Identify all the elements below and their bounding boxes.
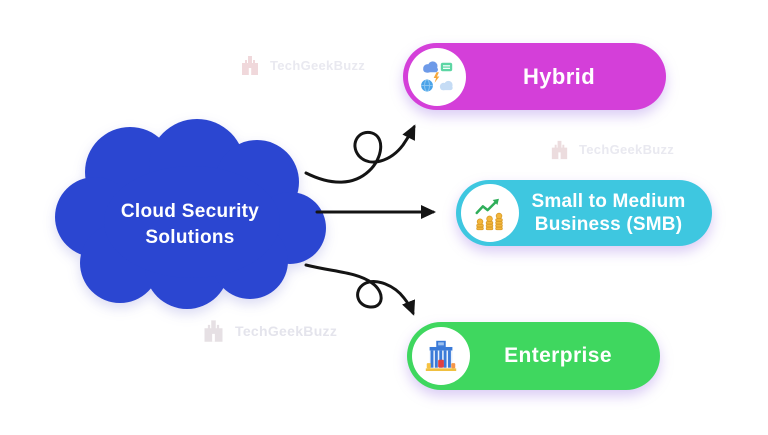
techgeekbuzz-logo-icon <box>548 138 571 161</box>
node-smb: Small to Medium Business (SMB) <box>456 180 712 246</box>
root-node-label: Cloud Security Solutions <box>95 199 285 251</box>
watermark-text: TechGeekBuzz <box>579 142 675 157</box>
hybrid-icon-circle <box>408 47 466 106</box>
watermark: TechGeekBuzz <box>548 138 674 161</box>
node-enterprise-label: Enterprise <box>504 344 612 367</box>
techgeekbuzz-logo-icon <box>238 53 262 77</box>
hybrid-cloud-icon <box>421 60 453 92</box>
cloud-shape <box>55 119 326 309</box>
node-enterprise: Enterprise <box>407 322 660 390</box>
watermark-text: TechGeekBuzz <box>270 57 366 73</box>
techgeekbuzz-logo-icon <box>200 317 227 344</box>
node-hybrid: Hybrid <box>403 43 666 110</box>
watermark-text: TechGeekBuzz <box>235 322 338 339</box>
watermark: TechGeekBuzz <box>200 317 337 344</box>
node-smb-label-line2: Business (SMB) <box>534 214 683 235</box>
enterprise-building-icon <box>425 340 457 372</box>
enterprise-icon-circle <box>412 327 470 385</box>
node-smb-label-line1: Small to Medium <box>531 191 686 212</box>
root-label-line1: Cloud Security <box>120 201 260 222</box>
smb-icon-circle <box>461 184 519 242</box>
node-hybrid-label: Hybrid <box>522 63 596 89</box>
growth-chart-icon <box>475 198 503 231</box>
watermark: TechGeekBuzz <box>238 53 365 77</box>
node-smb-label: Small to Medium Business (SMB) <box>519 190 712 236</box>
root-label-line2: Solutions <box>145 227 235 248</box>
